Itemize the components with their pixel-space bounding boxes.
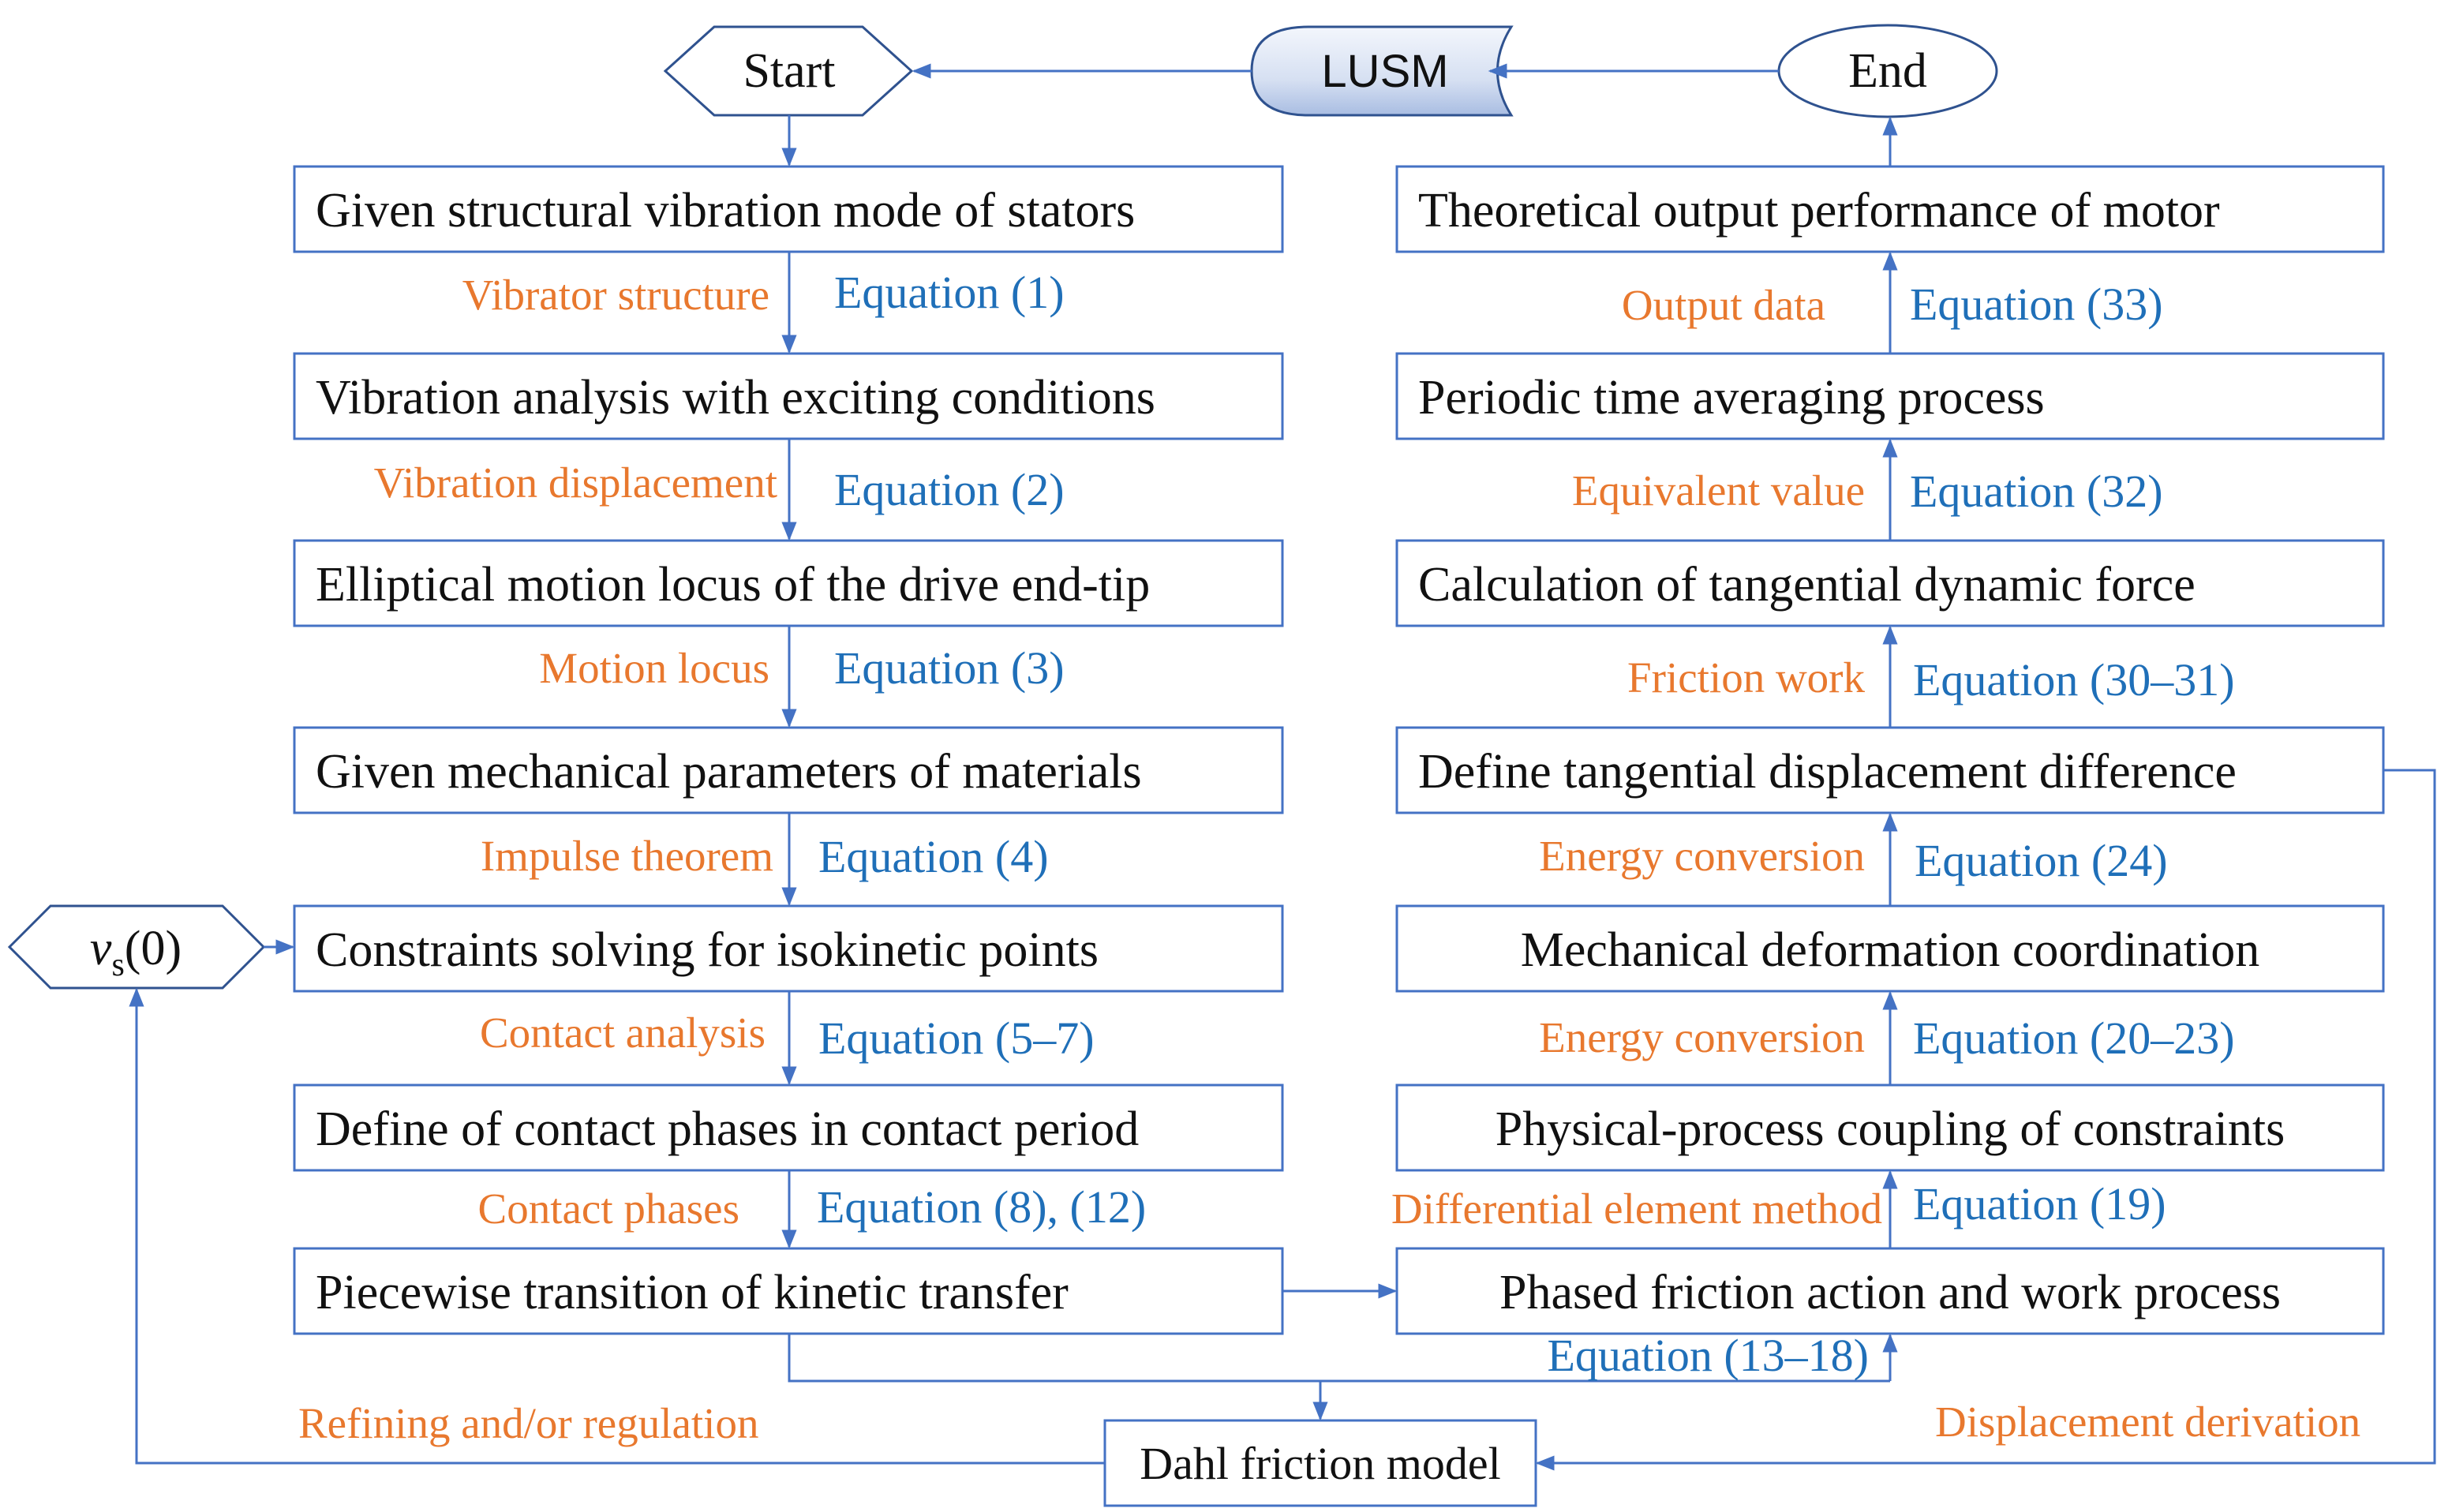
left-box-3: Elliptical motion locus of the drive end… [293, 539, 1284, 627]
right-box-3-label: Calculation of tangential dynamic force [1418, 558, 2196, 612]
lusm-terminal: LUSM [1250, 25, 1514, 117]
left-label-4: Impulse theorem [481, 832, 773, 880]
vs0-terminal: vs(0) [7, 904, 266, 990]
right-box-4: Define tangential displacement differenc… [1395, 726, 2385, 814]
left-box-2-label: Vibration analysis with exciting conditi… [316, 371, 1155, 425]
line-right4-to-dahl [1539, 769, 2436, 1465]
left-box-5-label: Constraints solving for isokinetic point… [316, 923, 1099, 977]
right-box-3: Calculation of tangential dynamic force [1395, 539, 2385, 627]
right-box-2-label: Periodic time averaging process [1418, 371, 2045, 425]
right-box-4-label: Define tangential displacement differenc… [1418, 745, 2237, 799]
left-box-6: Define of contact phases in contact peri… [293, 1083, 1284, 1172]
right-label-6: Differential element method [1391, 1185, 1882, 1233]
end-terminal: End [1777, 24, 1998, 118]
displacement-derivation-label: Displacement derivation [1935, 1398, 2360, 1446]
left-box-4: Given mechanical parameters of materials [293, 726, 1284, 814]
dahl-label: Dahl friction model [1140, 1438, 1500, 1489]
right-label-5: Energy conversion [1539, 1013, 1865, 1061]
start-label: Start [743, 44, 835, 98]
right-box-2: Periodic time averaging process [1395, 352, 2385, 440]
right-box-1: Theoretical output performance of motor [1395, 165, 2385, 253]
left-equation-5: Equation (5–7) [818, 1012, 1095, 1064]
left-box-4-label: Given mechanical parameters of materials [316, 745, 1142, 799]
left-label-1: Vibrator structure [462, 271, 769, 319]
right-box-6-label: Physical-process coupling of constraints [1496, 1102, 2285, 1156]
left-box-2: Vibration analysis with exciting conditi… [293, 352, 1284, 440]
right-box-5-label: Mechanical deformation coordination [1521, 923, 2260, 977]
left-box-3-label: Elliptical motion locus of the drive end… [316, 558, 1150, 612]
left-label-5: Contact analysis [480, 1009, 766, 1057]
refining-label: Refining and/or regulation [298, 1399, 758, 1447]
line-left7-to-junction [788, 1334, 1890, 1383]
right-label-1: Output data [1622, 281, 1825, 329]
vs0-symbol: v [90, 922, 112, 975]
left-box-1: Given structural vibration mode of stato… [293, 165, 1284, 253]
lusm-label: LUSM [1321, 46, 1448, 97]
left-equation-4: Equation (4) [818, 831, 1049, 882]
left-equation-2: Equation (2) [834, 464, 1065, 515]
left-box-1-label: Given structural vibration mode of stato… [316, 184, 1135, 238]
left-box-7: Piecewise transition of kinetic transfer [293, 1247, 1284, 1335]
right-equation-6: Equation (19) [1913, 1178, 2166, 1229]
left-label-3: Motion locus [539, 644, 769, 692]
dahl-friction-box: Dahl friction model [1103, 1419, 1537, 1507]
right-equation-4: Equation (24) [1915, 835, 2168, 886]
left-label-6: Contact phases [478, 1185, 739, 1233]
equation-13-18-label: Equation (13–18) [1547, 1330, 1869, 1381]
right-box-5: Mechanical deformation coordination [1395, 904, 2385, 993]
arrow-dahl-to-vs0 [129, 987, 1105, 1465]
connectors [129, 63, 2436, 1471]
left-box-7-label: Piecewise transition of kinetic transfer [316, 1266, 1069, 1319]
left-label-2: Vibration displacement [374, 458, 777, 507]
left-equation-6: Equation (8), (12) [817, 1181, 1146, 1233]
right-box-6: Physical-process coupling of constraints [1395, 1083, 2385, 1172]
left-equation-1: Equation (1) [834, 267, 1065, 318]
right-label-4: Energy conversion [1539, 832, 1865, 880]
right-box-7-label: Phased friction action and work process [1499, 1266, 2281, 1319]
right-box-1-label: Theoretical output performance of motor [1418, 184, 2220, 238]
vs0-subscript: s [111, 947, 124, 983]
left-box-5: Constraints solving for isokinetic point… [293, 904, 1284, 993]
right-box-7: Phased friction action and work process [1395, 1247, 2385, 1335]
vs0-argument: (0) [125, 922, 182, 975]
right-equation-2: Equation (32) [1910, 466, 2163, 517]
end-label: End [1848, 44, 1927, 98]
left-equation-3: Equation (3) [834, 642, 1065, 694]
right-equation-3: Equation (30–31) [1913, 654, 2235, 705]
start-terminal: Start [663, 25, 914, 117]
right-equation-1: Equation (33) [1910, 279, 2163, 330]
right-equation-5: Equation (20–23) [1913, 1012, 2235, 1064]
vs0-label: vs(0) [90, 922, 182, 983]
right-label-2: Equivalent value [1572, 466, 1865, 515]
left-box-6-label: Define of contact phases in contact peri… [316, 1102, 1139, 1156]
right-label-3: Friction work [1627, 653, 1865, 702]
